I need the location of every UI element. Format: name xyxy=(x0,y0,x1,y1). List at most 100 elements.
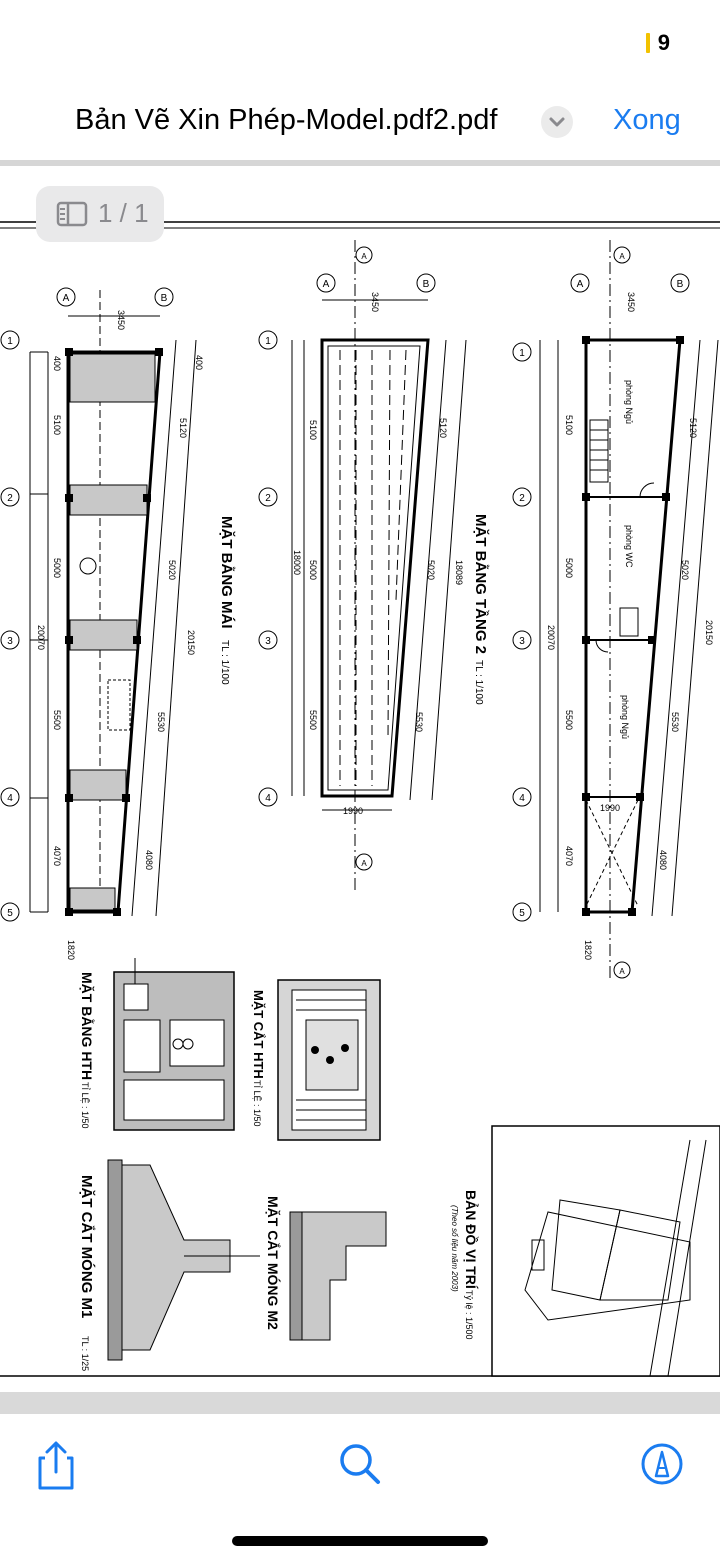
dim-inner-right-floor2: 18089 xyxy=(454,560,464,585)
roof-plan-title: MẶT BẰNG MÁI xyxy=(218,516,236,629)
dim-width-floor2: 3450 xyxy=(370,292,380,312)
title-menu-button[interactable] xyxy=(541,106,573,138)
markup-button[interactable] xyxy=(634,1436,690,1492)
dim-left-rooms-3: 5500 xyxy=(564,710,574,730)
floor2-room-plan xyxy=(539,240,719,980)
grid-col-b-roof: B xyxy=(161,293,168,304)
grid-row-4-floor2: 4 xyxy=(265,793,271,804)
septic-tank-plan: MẶT BẰNG HTH TỈ LỆ : 1/50 xyxy=(79,958,235,1131)
grid-row-5-roof: 5 xyxy=(7,908,13,919)
grid-row-2-roof: 2 xyxy=(7,493,13,504)
grid-row-2-floor2: 2 xyxy=(265,493,271,504)
dim-left-rooms-2: 5000 xyxy=(564,558,574,578)
dim-left-roof-2: 5000 xyxy=(52,558,62,578)
dim-right-roof-1: 5120 xyxy=(178,418,188,438)
dim-right-roof-0: 400 xyxy=(194,355,204,370)
grid-row-1-rooms: 1 xyxy=(519,348,525,359)
dim-right-roof-4: 4080 xyxy=(144,850,154,870)
section-mark-bottom-rooms: A xyxy=(619,967,625,976)
dim-right-rooms-4: 4080 xyxy=(658,850,668,870)
dim-right-floor2-2: 5020 xyxy=(426,560,436,580)
septic-plan-scale: TỈ LỆ : 1/50 xyxy=(80,1082,91,1129)
dim-right-roof-2: 5020 xyxy=(167,560,177,580)
page-indicator[interactable]: 1 / 1 xyxy=(36,186,164,242)
footing-m1-scale: TL : 1/25 xyxy=(80,1336,90,1371)
dim-total-right-roof: 20150 xyxy=(186,630,196,655)
done-button[interactable]: Xong xyxy=(613,104,681,136)
dim-right-floor2-1: 5120 xyxy=(438,418,448,438)
septic-section-scale: TỈ LỆ : 1/50 xyxy=(252,1080,263,1127)
grid-row-5-rooms: 5 xyxy=(519,908,525,919)
dim-left-roof-3: 5500 xyxy=(52,710,62,730)
dim-total-left-rooms: 20070 xyxy=(546,625,556,650)
dim-left-roof-4: 4070 xyxy=(52,846,62,866)
grid-bubble-labels-rooms: 1 2 3 4 5 A B A A xyxy=(519,252,683,976)
grid-bubbles-roof xyxy=(0,287,174,922)
roof-plan xyxy=(29,290,197,917)
share-button[interactable] xyxy=(28,1436,84,1492)
battery-indicator: 9 xyxy=(645,30,670,56)
dim-width-roof: 3450 xyxy=(116,310,126,330)
chevron-down-icon xyxy=(549,117,565,127)
location-map-title: BẢN ĐỒ VỊ TRÍ xyxy=(463,1190,480,1290)
grid-col-b-floor2: B xyxy=(423,279,430,290)
pdf-page-view[interactable]: 3450 20070 20150 400 5100 5000 5500 4070… xyxy=(0,166,720,1392)
grid-bubbles-floor2 xyxy=(258,246,436,871)
room-bedroom-2: phòng Ngủ xyxy=(620,695,630,739)
grid-row-3-rooms: 3 xyxy=(519,636,525,647)
dim-left-floor2-1: 5100 xyxy=(308,420,318,440)
room-bedroom-1: phòng Ngủ xyxy=(624,380,634,424)
dim-total-right-rooms: 20150 xyxy=(704,620,714,645)
status-bar: 9 xyxy=(0,0,720,80)
grid-row-3-floor2: 3 xyxy=(265,636,271,647)
search-button[interactable] xyxy=(332,1436,388,1492)
location-map: BẢN ĐỒ VỊ TRÍ Tỷ lệ : 1/500 (Theo số liệ… xyxy=(450,1125,720,1377)
dim-total-left-roof: 20070 xyxy=(36,625,46,650)
grid-col-a-floor2: A xyxy=(323,279,330,290)
grid-bubble-labels-floor2: 1 2 3 4 A B A A xyxy=(265,252,429,868)
dim-left-roof-1: 5100 xyxy=(52,415,62,435)
dim-right-rooms-3: 5530 xyxy=(670,712,680,732)
dim-left-roof-0: 400 xyxy=(52,356,62,371)
section-mark-top-rooms: A xyxy=(619,252,625,261)
grid-col-b-rooms: B xyxy=(677,279,684,290)
battery-level-icon xyxy=(645,33,650,53)
grid-col-a-rooms: A xyxy=(577,279,584,290)
grid-bubbles-rooms xyxy=(512,246,690,979)
section-mark-bottom-floor2: A xyxy=(361,859,367,868)
grid-col-a-roof: A xyxy=(63,293,70,304)
bottom-toolbar xyxy=(0,1414,720,1558)
section-mark-top-floor2: A xyxy=(361,252,367,261)
page-number-label: 1 / 1 xyxy=(98,198,149,228)
septic-section-title: MẶT CẮT HTH xyxy=(251,990,266,1079)
location-map-note: (Theo số liệu năm 2003) xyxy=(450,1205,459,1292)
dim-end-rooms: 1820 xyxy=(583,940,593,960)
footing-m2-section: MẶT CẮT MÓNG M2 xyxy=(265,1196,387,1341)
grid-row-2-rooms: 2 xyxy=(519,493,525,504)
dim-left-rooms-1: 5100 xyxy=(564,415,574,435)
floor2-labels: 3450 18000 18089 5100 5000 5500 5120 502… xyxy=(292,292,490,816)
grid-row-4-rooms: 4 xyxy=(519,793,525,804)
grid-row-4-roof: 4 xyxy=(7,793,13,804)
grid-row-3-roof: 3 xyxy=(7,636,13,647)
markup-pen-icon xyxy=(641,1443,683,1485)
dim-right-rooms-2: 5020 xyxy=(680,560,690,580)
share-icon xyxy=(38,1441,74,1490)
dim-left-floor2-2: 5000 xyxy=(308,560,318,580)
grid-row-1-roof: 1 xyxy=(7,336,13,347)
dim-end-roof: 1820 xyxy=(66,940,76,960)
septic-plan-title: MẶT BẰNG HTH xyxy=(79,972,96,1080)
home-indicator[interactable] xyxy=(232,1536,488,1546)
floor2-room-labels: phòng Ngủ phòng WC phòng Ngủ 3450 20070 … xyxy=(546,292,714,960)
document-title: Bản Vẽ Xin Phép-Model.pdf2.pdf xyxy=(75,104,498,136)
dim-left-rooms-4: 4070 xyxy=(564,846,574,866)
sidebar-icon xyxy=(56,201,88,227)
footing-m1-title: MẶT CẮT MÓNG M1 xyxy=(78,1175,96,1318)
dim-inner-floor2: 18000 xyxy=(292,550,302,575)
dim-right-roof-3: 5530 xyxy=(156,712,166,732)
footing-m1-section: MẶT CẮT MÓNG M1 TL : 1/25 xyxy=(78,1159,260,1371)
roof-plan-labels: 3450 20070 20150 400 5100 5000 5500 4070… xyxy=(36,310,236,960)
header-divider xyxy=(0,160,720,166)
location-map-scale: Tỷ lệ : 1/500 xyxy=(464,1290,474,1340)
floor2-plan-title: MẶT BẰNG TẦNG 2 xyxy=(472,514,490,654)
